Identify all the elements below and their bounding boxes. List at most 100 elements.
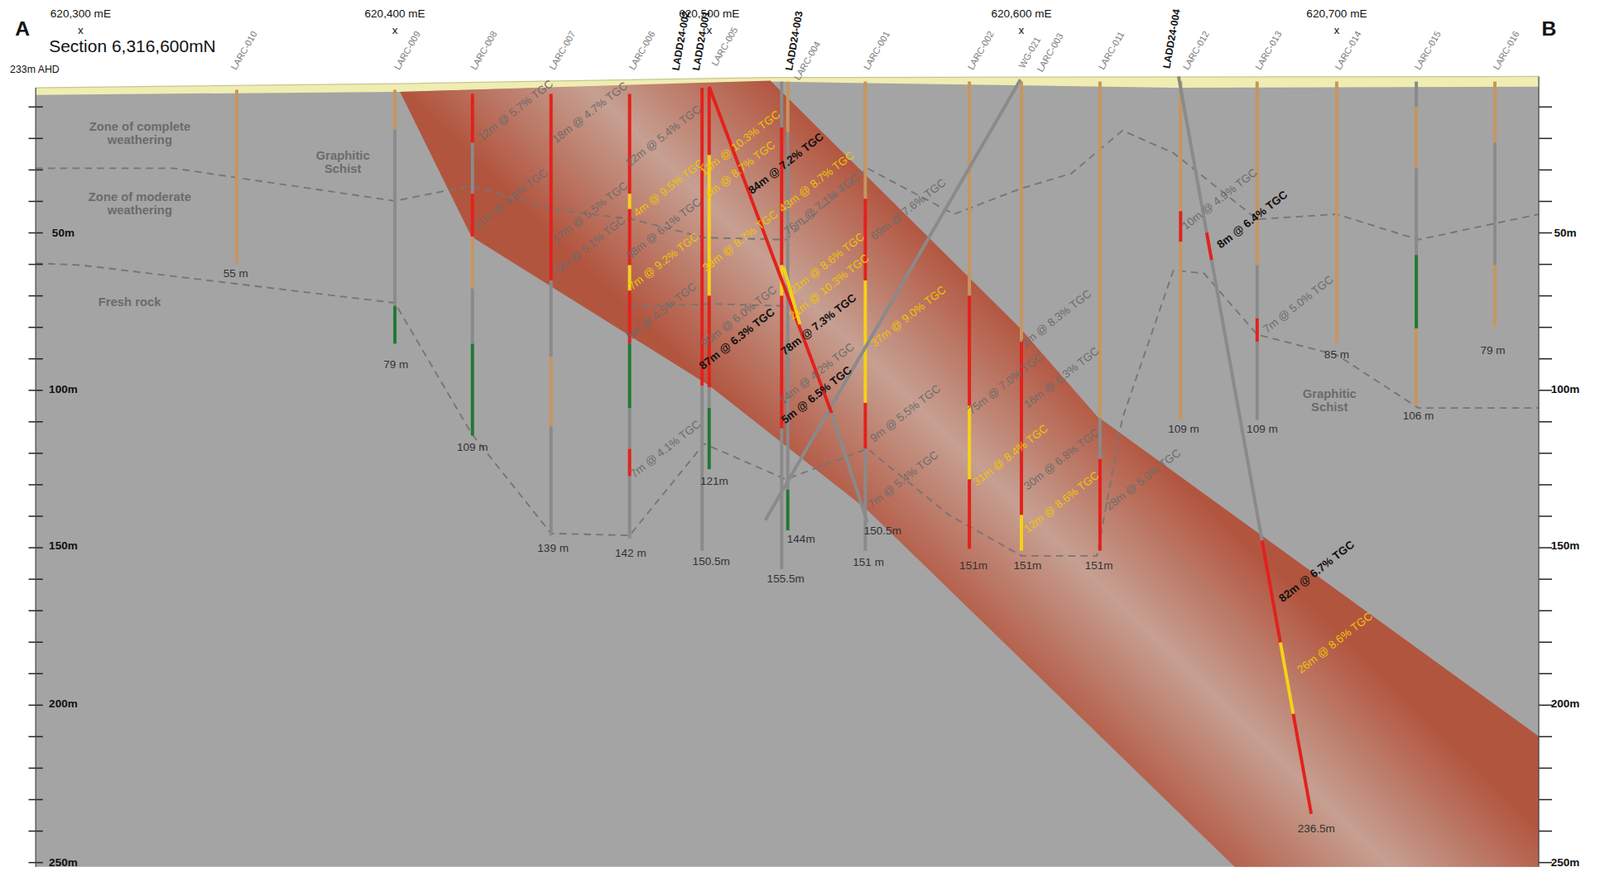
hole-name: LARC-007 [547,29,578,73]
easting-mark: x [392,23,399,36]
drill-hole-trace [707,87,712,155]
section-title: Section 6,316,600mN [48,38,217,58]
depth-label: 50m [52,226,75,240]
drill-hole-trace [1414,254,1418,329]
drill-hole-trace [1019,81,1024,342]
easting-label: 620,400 mE [365,7,426,20]
drill-hole-trace [1414,328,1418,407]
drill-hole-trace [628,193,632,209]
drill-hole-trace [470,343,475,436]
hole-name: LARC-006 [627,29,658,73]
depth-tick [1538,768,1552,769]
drill-hole-trace [967,81,971,297]
depth-label: 200m [1551,697,1581,711]
zone-label: Zone of moderate weathering [73,190,207,218]
drill-hole-trace [1255,341,1259,421]
depth-label: 250m [48,855,78,869]
easting-mark: x [77,23,84,36]
hole-depth: 79 m [383,358,409,371]
hole-depth: 55 m [223,267,249,280]
hole-depth: 151 m [852,556,885,569]
drill-hole-trace [967,479,971,549]
depth-label: 100m [1551,382,1581,395]
zone-label: Fresh rock [98,296,162,310]
depth-tick [1538,799,1552,801]
drill-hole-trace [628,408,632,449]
drill-hole-trace [393,129,397,307]
drill-hole-trace [1206,232,1212,260]
depth-tick [1538,358,1552,360]
drill-hole-trace [779,428,784,570]
drill-hole-trace [1098,459,1102,552]
depth-tick [1538,578,1552,580]
hole-name: LARC-014 [1334,29,1365,73]
hole-name: LARC-001 [862,29,893,73]
drill-hole-trace [1414,106,1418,169]
drill-hole-trace [967,406,971,481]
depth-tick [1538,610,1552,611]
section-letter: B [1541,17,1557,40]
hole-name: LARC-016 [1492,29,1523,73]
depth-tick [1538,515,1552,517]
depth-tick [1538,232,1552,234]
depth-label: 200m [48,697,78,711]
hole-name: LARC-011 [1097,30,1128,73]
hole-depth: 79 m [1479,343,1505,356]
depth-tick [1538,295,1552,297]
hole-name: LARC-013 [1254,29,1284,73]
depth-tick [1538,201,1552,202]
drill-hole-trace [470,193,475,237]
depth-tick [1538,862,1552,864]
depth-tick [1538,421,1552,423]
hole-depth: 236.5m [1297,822,1336,836]
drill-hole-trace [1493,143,1497,266]
graphite-ore-body [399,80,1539,867]
depth-tick [1538,831,1552,832]
hole-name: LARC-015 [1413,29,1444,73]
depth-tick [1538,547,1552,548]
hole-depth: 139 m [537,542,569,555]
drill-hole-trace [549,356,553,427]
drill-hole-trace [831,413,868,523]
hole-depth: 85 m [1324,347,1350,361]
depth-tick [1538,641,1552,643]
hole-name: LARC-010 [230,29,260,73]
drill-hole-trace [1019,515,1024,552]
depth-label: 250m [1551,855,1581,869]
hole-name: LADD24-004 [1160,8,1182,70]
drill-hole-trace [1493,265,1497,327]
rock-label: Graphitic Schist [1288,387,1371,415]
depth-tick [1538,169,1552,171]
drill-hole-trace [470,143,475,195]
drill-hole-trace [1262,540,1281,643]
hole-depth: 109 m [1167,422,1200,435]
hole-depth: 121m [700,474,729,487]
drill-hole-trace [1098,418,1102,459]
drill-hole-trace [779,81,784,128]
hole-depth: 151m [1013,559,1042,572]
depth-tick [1538,736,1552,738]
drill-hole-trace [1414,168,1418,255]
drill-hole-trace [1255,265,1259,319]
drill-hole-trace [1178,241,1182,421]
depth-tick [1538,106,1552,108]
drill-hole-trace [628,476,632,539]
drill-hole-trace [1493,81,1497,144]
drill-hole-trace [967,296,971,407]
drill-hole-trace [1211,259,1263,541]
hole-depth: 144m [787,532,816,545]
drill-hole-trace [786,490,790,531]
hole-name: LARC-009 [393,29,423,73]
drill-hole-trace [549,426,553,536]
rock-ground [35,80,1539,867]
hole-depth: 150.5m [692,555,731,568]
depth-label: 50m [1554,226,1577,240]
drill-hole-trace [470,93,475,143]
drill-hole-trace [863,81,867,200]
easting-label: 620,300 mE [50,7,111,20]
drill-hole-trace [549,93,553,281]
hole-depth: 142 m [615,547,647,560]
drill-hole-trace [786,81,790,134]
hole-name: LARC-012 [1181,29,1212,73]
drill-hole-trace [470,236,475,289]
